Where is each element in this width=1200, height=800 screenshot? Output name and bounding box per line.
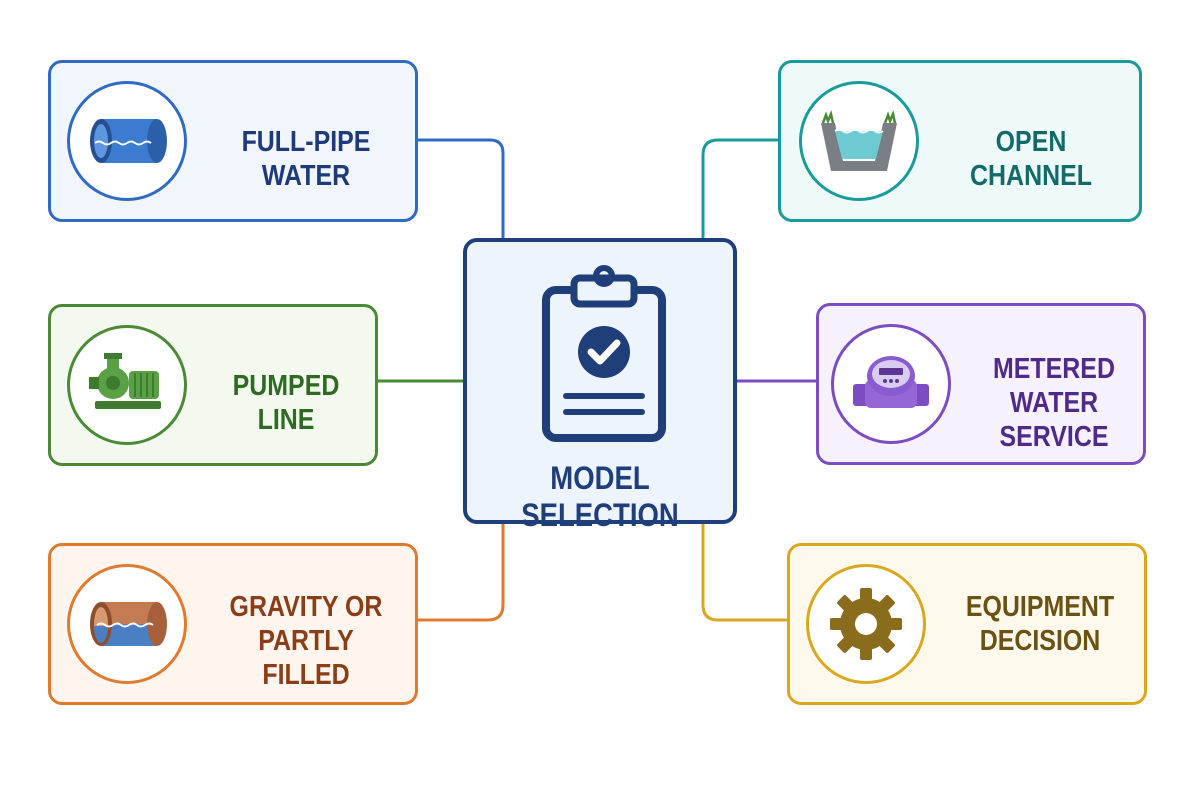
node-open-channel: OPEN CHANNEL xyxy=(778,60,1142,222)
center-model-selection: MODEL SELECTION xyxy=(463,238,737,533)
gear-icon xyxy=(806,564,926,684)
center-title: MODEL SELECTION xyxy=(521,460,679,533)
clipboard-check-icon xyxy=(542,265,666,442)
node-metered-water-service: METERED WATER SERVICE xyxy=(816,303,1146,465)
node-pumped-line: PUMPED LINE xyxy=(48,304,378,466)
connector-equipment xyxy=(701,524,787,622)
water-meter-icon xyxy=(831,324,951,444)
node-label-equipment: EQUIPMENT DECISION xyxy=(965,591,1115,657)
connector-full-pipe xyxy=(418,138,505,238)
node-label-pumped: PUMPED LINE xyxy=(232,370,340,436)
node-full-pipe-water: FULL-PIPE WATER xyxy=(48,60,418,222)
node-label-gravity: GRAVITY OR PARTLY FILLED xyxy=(229,591,383,691)
node-equipment-decision: EQUIPMENT DECISION xyxy=(787,543,1147,705)
node-label-full-pipe: FULL-PIPE WATER xyxy=(241,126,371,192)
connector-open-channel xyxy=(701,138,778,238)
full-pipe-icon xyxy=(67,81,187,201)
open-channel-icon xyxy=(799,81,919,201)
node-label-open-channel: OPEN CHANNEL xyxy=(970,126,1092,192)
partly-filled-pipe-icon xyxy=(67,564,187,684)
node-label-metered: METERED WATER SERVICE xyxy=(993,353,1115,453)
connector-gravity xyxy=(418,524,505,622)
pump-icon xyxy=(67,325,187,445)
node-gravity-partly-filled: GRAVITY OR PARTLY FILLED xyxy=(48,543,418,705)
